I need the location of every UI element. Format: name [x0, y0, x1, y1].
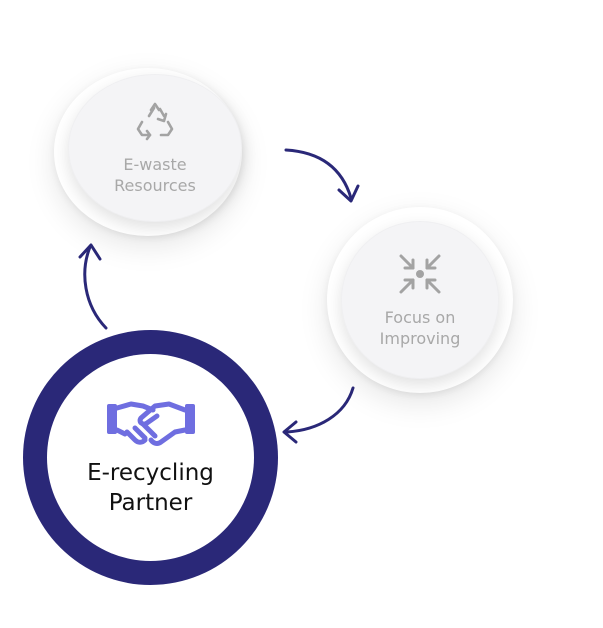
arrow-ewaste-to-focus	[284, 148, 353, 200]
ewaste-label: E-waste Resources	[114, 155, 196, 195]
arrow-partner-to-ewaste	[83, 245, 108, 330]
arrowhead-ewaste-to-focus	[337, 184, 360, 203]
handshake-icon	[105, 398, 197, 452]
compress-arrows-icon	[395, 251, 445, 301]
arrowhead-partner-to-ewaste	[78, 243, 102, 261]
arrow-focus-to-partner	[285, 386, 355, 434]
focus-label: Focus on Improving	[379, 308, 461, 348]
focus-node: Focus on Improving	[341, 221, 499, 379]
ewaste-node: E-waste Resources	[68, 74, 242, 222]
partner-node: E-recycling Partner	[47, 354, 254, 561]
arrowhead-focus-to-partner	[282, 420, 298, 444]
recycle-icon	[133, 100, 177, 148]
partner-label: E-recycling Partner	[87, 459, 214, 516]
